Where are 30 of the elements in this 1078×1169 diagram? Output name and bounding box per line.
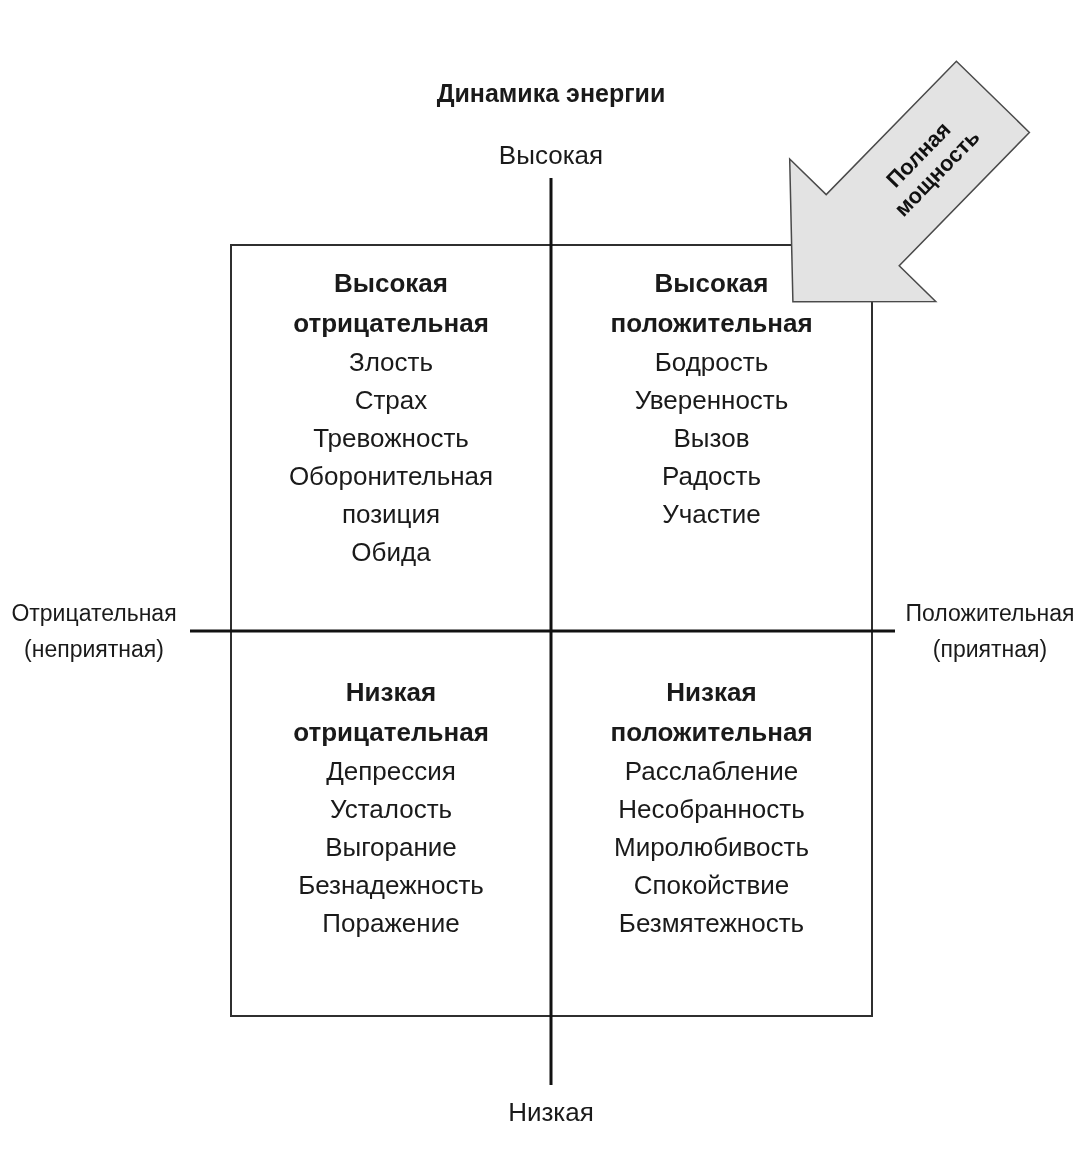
- emotion-label: Депрессия: [326, 755, 456, 788]
- emotion-label: Бодрость: [654, 346, 769, 379]
- axis-label: Отрицательная (неприятная): [11, 599, 177, 664]
- emotion-label: Страх: [354, 384, 428, 417]
- emotion-label: Участие: [662, 498, 761, 531]
- emotion-label: Безнадежность: [298, 869, 484, 902]
- emotion-label: Вызов: [673, 422, 750, 455]
- quadrant-heading: Высокая положительная: [610, 267, 813, 340]
- quadrant-heading: Высокая отрицательная: [293, 267, 489, 340]
- diagram-title: Динамика энергии: [436, 78, 666, 108]
- block-arrow: [788, 60, 1031, 303]
- emotion-label: Миролюбивость: [613, 831, 810, 864]
- emotion-label: Уверенность: [634, 384, 789, 417]
- emotion-label: Обида: [351, 536, 431, 569]
- emotion-label: Усталость: [329, 793, 453, 826]
- emotion-label: Оборонительная позиция: [288, 460, 494, 531]
- axis-label: Положительная (приятная): [905, 599, 1075, 664]
- emotion-label: Радость: [662, 460, 761, 493]
- emotion-label: Злость: [348, 346, 434, 379]
- emotion-label: Поражение: [322, 907, 460, 940]
- emotion-label: Спокойствие: [633, 869, 790, 902]
- axis-label: Высокая: [498, 139, 604, 172]
- emotion-label: Безмятежность: [618, 907, 805, 940]
- emotion-label: Выгорание: [325, 831, 457, 864]
- quadrant-heading: Низкая положительная: [610, 676, 813, 749]
- quadrant-heading: Низкая отрицательная: [293, 676, 489, 749]
- emotion-label: Несобранность: [618, 793, 805, 826]
- emotion-label: Тревожность: [313, 422, 469, 455]
- emotion-label: Расслабление: [624, 755, 799, 788]
- axis-label: Низкая: [508, 1096, 594, 1129]
